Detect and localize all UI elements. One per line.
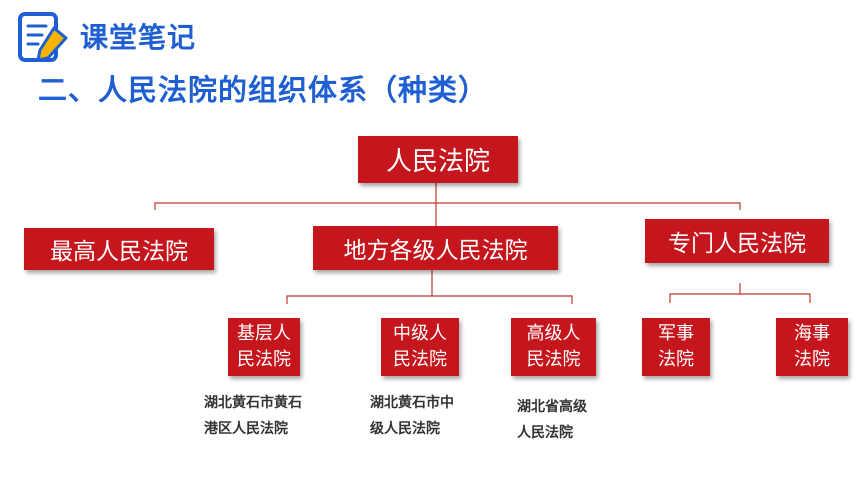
node-military-court-label: 军事 法院 — [658, 323, 694, 370]
example-intermediate-court: 湖北黄石市中 级人民法院 — [370, 395, 454, 437]
node-basic-court-label: 基层人 民法院 — [237, 323, 291, 370]
node-maritime-court-label: 海事 法院 — [794, 323, 830, 370]
root-node-label: 人民法院 — [385, 147, 490, 177]
node-high-court-label: 高级人 民法院 — [526, 323, 581, 370]
node-intermediate-court-label: 中级人 民法院 — [393, 323, 447, 370]
node-supreme-court: 最高人民法院 — [24, 228, 214, 270]
notebook-pen-icon — [14, 10, 74, 66]
node-basic-court: 基层人 民法院 — [228, 318, 300, 376]
node-local-courts: 地方各级人民法院 — [313, 226, 558, 270]
node-local-courts-label: 地方各级人民法院 — [343, 238, 528, 264]
node-intermediate-court: 中级人 民法院 — [381, 318, 459, 376]
example-basic-court: 湖北黄石市黄石 港区人民法院 — [204, 395, 302, 437]
node-maritime-court: 海事 法院 — [776, 318, 848, 376]
node-supreme-court-label: 最高人民法院 — [50, 239, 188, 265]
node-special-courts-label: 专门人民法院 — [668, 231, 806, 257]
node-high-court: 高级人 民法院 — [511, 318, 596, 376]
node-special-courts: 专门人民法院 — [645, 219, 829, 263]
node-military-court: 军事 法院 — [642, 318, 710, 376]
root-node-peoples-court: 人民法院 — [358, 136, 518, 183]
example-high-court: 湖北省高级 人民法院 — [517, 399, 587, 441]
header-title: 课堂笔记 — [80, 21, 197, 54]
section-title: 二、人民法院的组织体系（种类） — [38, 73, 489, 107]
